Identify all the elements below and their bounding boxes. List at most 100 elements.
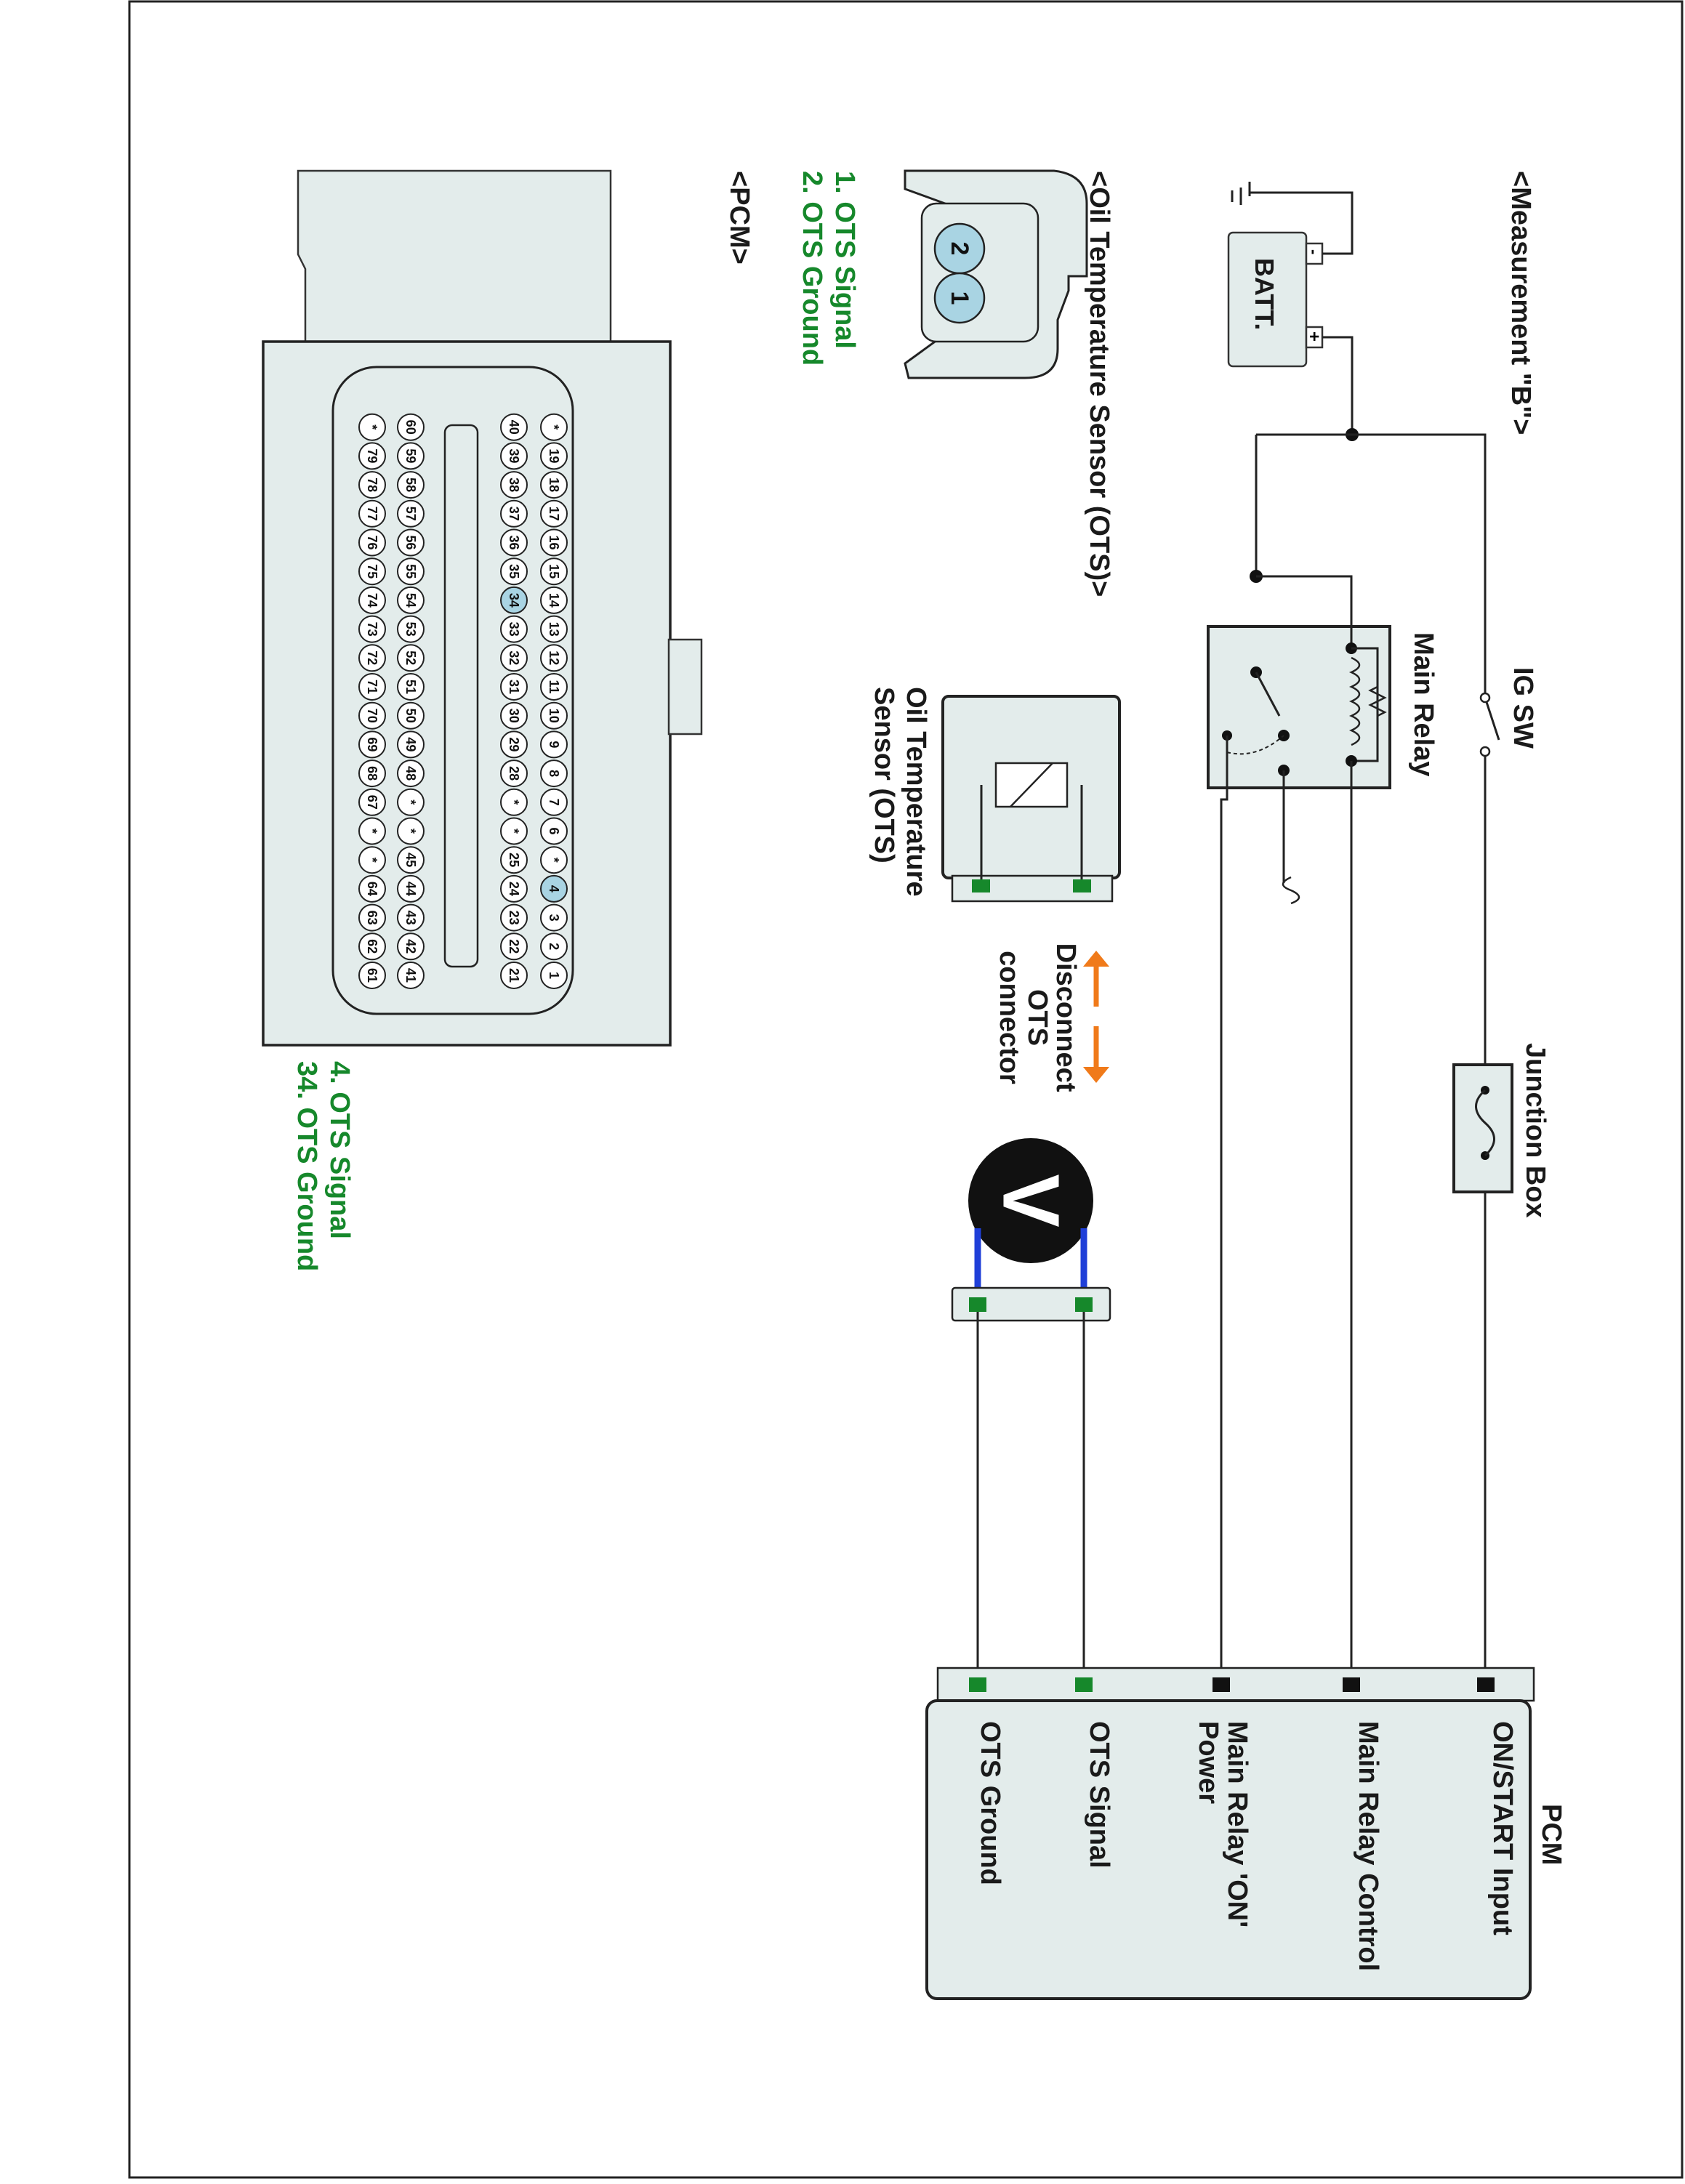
- pcm-pin-circle: [500, 615, 528, 643]
- pcm-pin-label: *: [403, 799, 418, 805]
- pcm-pin-circle: [397, 499, 425, 528]
- pcm-pin-circle: [500, 499, 528, 528]
- pcm-pin-label: 38: [507, 478, 521, 492]
- main-relay: Main Relay: [1207, 570, 1439, 1686]
- ots-terminal-1: [1073, 879, 1091, 892]
- disconnect-indicator: Disconnect OTS connector: [994, 943, 1109, 1092]
- pcm-pin-circle: [500, 586, 528, 614]
- pcm-pin-circle: [540, 903, 568, 932]
- pcm-connector-view: <PCM> 1234*678910111213141516171819*2122…: [262, 169, 755, 1271]
- page-border: [128, 0, 1684, 2179]
- pcm-pin-label: 44: [403, 882, 418, 896]
- pcm-pin-label: 53: [403, 622, 418, 637]
- pcm-pin-circle: [500, 413, 528, 441]
- ots-sensor-component: Oil Temperature Sensor (OTS): [869, 687, 1121, 903]
- battery-minus-sign: -: [1305, 249, 1323, 254]
- pcm-pin-label: 72: [365, 650, 379, 665]
- pcm-pin-label: 68: [365, 766, 379, 781]
- pcm-pin-label: 16: [547, 535, 561, 549]
- pcm-pin-label: 9: [547, 741, 561, 748]
- pcm-pin-label: 32: [507, 650, 521, 665]
- pcm-pin-label: 41: [403, 968, 418, 983]
- pcm-pin-circle: [358, 528, 386, 557]
- voltmeter-symbol: V: [986, 1174, 1076, 1227]
- pcm-pin-circle: [500, 471, 528, 499]
- pcm-pin-circle: [540, 557, 568, 586]
- pcm-pin-circle: [500, 817, 528, 845]
- ots-connector-view: <Oil Temperature Sensor (OTS)> 2 1 1. OT…: [797, 169, 1114, 597]
- pcm-pin-circle: [358, 701, 386, 730]
- pcm-pin-label: 51: [403, 680, 418, 694]
- pcm-pin-circle: [500, 644, 528, 672]
- pcm-pin-circle: [500, 442, 528, 470]
- pcm-pin-label: 23: [507, 911, 521, 925]
- pcm-terminal-label: OTS Signal: [1084, 1721, 1114, 1869]
- pcm-pin-label: 61: [365, 968, 379, 983]
- pcm-pin-label: 77: [365, 507, 379, 521]
- pcm-pin-label: *: [507, 799, 521, 805]
- pcm-pin-label: 79: [365, 448, 379, 463]
- pcm-pin-circle: [540, 442, 568, 470]
- pcm-pin-label: 57: [403, 507, 418, 521]
- pcm-pin-label: 67: [365, 795, 379, 810]
- pcm-pin-label: 12: [547, 650, 561, 665]
- pcm-terminal-label: OTS Ground: [975, 1721, 1005, 1885]
- pcm-pin-circle: [397, 442, 425, 470]
- pcm-pin-label: 48: [403, 766, 418, 781]
- pcm-pin-label: 4: [547, 885, 561, 892]
- pcm-pin-label: 56: [403, 535, 418, 549]
- pcm-legend-1: 4. OTS Signal: [324, 1061, 355, 1239]
- pcm-pin-label: 71: [365, 680, 379, 694]
- pcm-pin-circle: [500, 557, 528, 586]
- pcm-pin-circle: [397, 932, 425, 961]
- pcm-pin-label: 64: [365, 882, 379, 896]
- pcm-pin-circle: [397, 788, 425, 816]
- pcm-pin-label: 73: [365, 622, 379, 637]
- pcm-pin-label: 59: [403, 448, 418, 463]
- pcm-pin-circle: [397, 528, 425, 557]
- pcm-pin-label: 10: [547, 709, 561, 723]
- pcm-pin-circle: [500, 932, 528, 961]
- pcm-pin-label: 42: [403, 939, 418, 954]
- pcm-pin-label: 13: [547, 622, 561, 637]
- pcm-pin-label: 60: [403, 420, 418, 435]
- pcm-pin-label: *: [547, 858, 561, 863]
- pcm-pin-label: 43: [403, 911, 418, 925]
- pcm-pin-label: *: [403, 829, 418, 834]
- pcm-pin-label: 78: [365, 478, 379, 492]
- pcm-pin-circle: [358, 932, 386, 961]
- pcm-pin-circle: [540, 499, 568, 528]
- pcm-pin-circle: [358, 413, 386, 441]
- pcm-pin-label: 37: [507, 507, 521, 521]
- pcm-pin-circle: [540, 730, 568, 759]
- pcm-pin-circle: [540, 615, 568, 643]
- pcm-label: PCM: [1536, 1804, 1567, 1865]
- pcm-pin-label: 11: [547, 680, 561, 693]
- pcm-connector-title: <PCM>: [724, 171, 755, 265]
- pcm-pin-label: 33: [507, 622, 521, 637]
- pcm-pin-circle: [358, 442, 386, 470]
- pcm-pin-label: 58: [403, 478, 418, 492]
- pcm-pin-circle: [397, 413, 425, 441]
- pcm-pin-circle: [358, 499, 386, 528]
- pcm-pin-circle: [397, 759, 425, 788]
- pcm-pin-circle: [397, 701, 425, 730]
- pcm-pin-circle: [358, 874, 386, 903]
- pcm-pin-circle: [540, 932, 568, 961]
- junction-box-label: Junction Box: [1520, 1043, 1551, 1218]
- pcm-pin-circle: [358, 962, 386, 989]
- pcm-pin-circle: [358, 730, 386, 759]
- pcm-pin-label: 2: [547, 943, 561, 950]
- pcm-pin-circle: [358, 557, 386, 586]
- pcm-pin-circle: [397, 903, 425, 932]
- pcm-pin-label: 55: [403, 564, 418, 579]
- main-relay-label: Main Relay: [1408, 632, 1439, 777]
- disconnect-line3: connector: [994, 951, 1024, 1084]
- pcm-pin-label: 15: [547, 564, 561, 579]
- pcm-pin-circle: [500, 701, 528, 730]
- pcm-pin-circle: [540, 846, 568, 874]
- pcm-terminal-label: Main Relay Control: [1353, 1721, 1383, 1971]
- pcm-pin-circle: [540, 874, 568, 903]
- pcm-pin-label: 30: [507, 709, 521, 723]
